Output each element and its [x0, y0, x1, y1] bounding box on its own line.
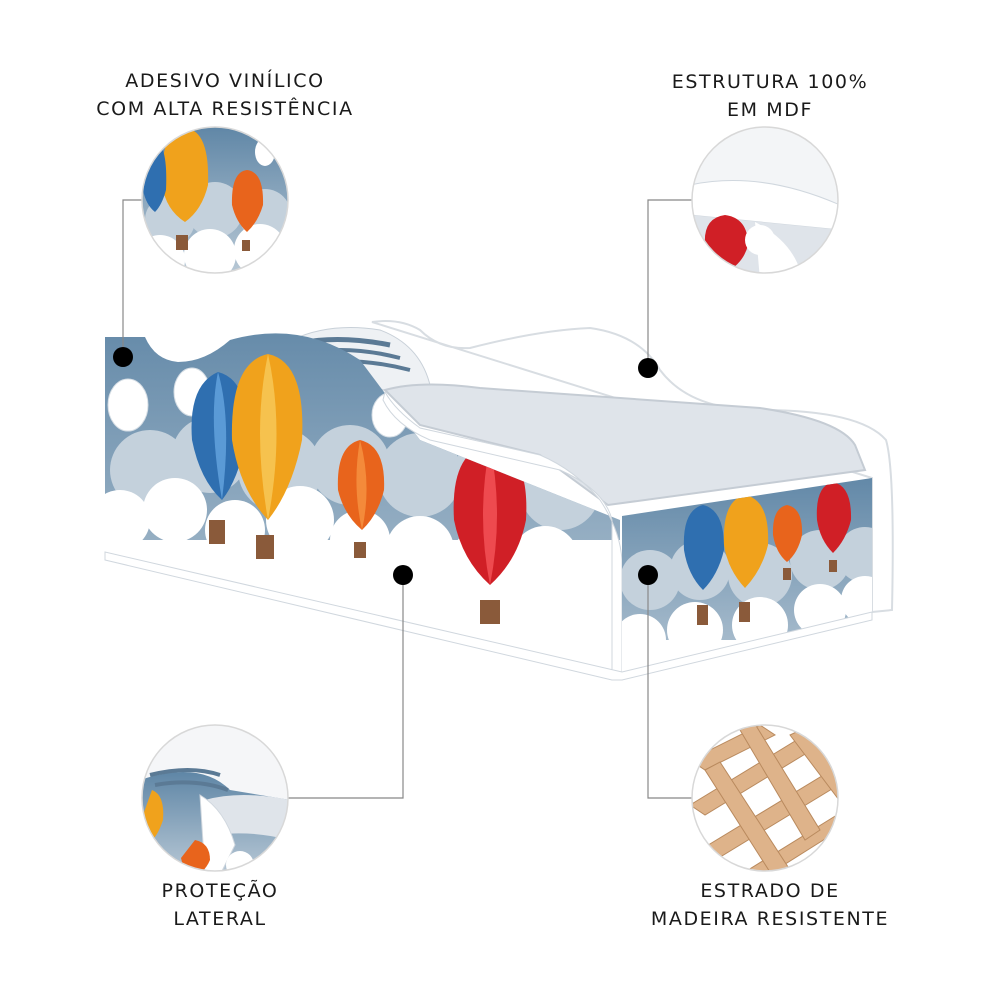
balloon-yellow [231, 354, 303, 559]
balloon-blue [191, 372, 247, 544]
connector-line-top-left [122, 199, 142, 352]
callout-adhesive-line1: ADESIVO VINÍLICO [125, 70, 325, 92]
balloon-red [453, 445, 527, 624]
callout-adhesive-line2: COM ALTA RESISTÊNCIA [96, 98, 354, 120]
marker-dot-top-left [113, 347, 133, 367]
bed [104, 320, 894, 681]
callout-structure: ESTRUTURA 100% EM MDF [650, 68, 890, 124]
callout-wood-slats-line1: ESTRADO DE [700, 880, 840, 902]
connector-line-top-right [647, 199, 692, 365]
callout-wood-slats: ESTRADO DE MADEIRA RESISTENTE [630, 877, 910, 933]
callout-wood-slats-line2: MADEIRA RESISTENTE [650, 908, 890, 930]
callout-side-protection-line2: LATERAL [173, 908, 267, 930]
callout-side-protection-line1: PROTEÇÃO [161, 880, 279, 902]
balloon-orange [337, 440, 385, 558]
side-protection-rail [382, 390, 623, 681]
marker-dot-bottom-left [393, 565, 413, 585]
connector-line-bottom-left [288, 575, 404, 799]
marker-dot-top-right [638, 358, 658, 378]
wood-slats-icon [691, 724, 839, 872]
side-protection-icon [141, 724, 289, 872]
bed-back-frame [371, 320, 894, 614]
adhesive-detail-icon [141, 126, 289, 274]
callout-structure-line2: EM MDF [727, 99, 813, 121]
marker-dot-bottom-right [638, 565, 658, 585]
callout-structure-line1: ESTRUTURA 100% [671, 71, 869, 93]
connector-line-bottom-right [647, 575, 692, 799]
mdf-structure-icon [691, 126, 839, 274]
callout-side-protection: PROTEÇÃO LATERAL [120, 877, 320, 933]
callout-adhesive: ADESIVO VINÍLICO COM ALTA RESISTÊNCIA [75, 67, 375, 123]
bed-base [104, 551, 873, 681]
connector-lines [122, 199, 692, 799]
